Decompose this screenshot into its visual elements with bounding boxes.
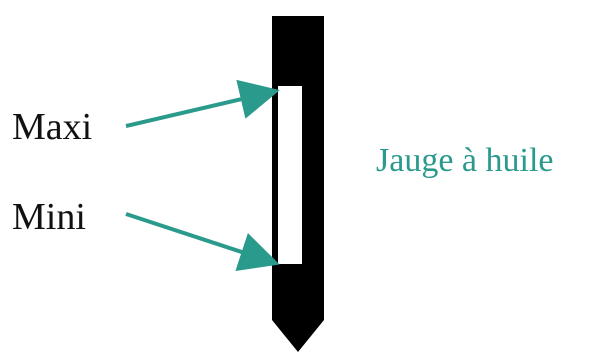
level-window bbox=[278, 86, 302, 264]
mini-label: Mini bbox=[12, 196, 86, 238]
maxi-arrow bbox=[125, 79, 280, 128]
mini-arrow bbox=[125, 212, 280, 272]
diagram-title: Jauge à huile bbox=[376, 142, 554, 179]
maxi-label: Maxi bbox=[12, 106, 93, 148]
